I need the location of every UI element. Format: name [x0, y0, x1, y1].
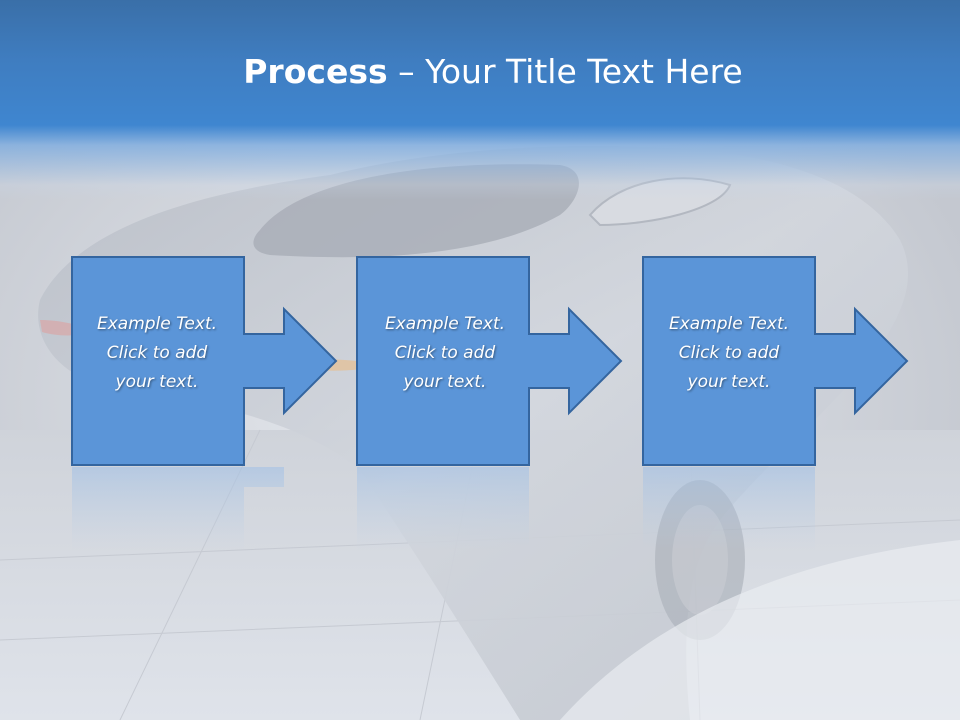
title-bold-text: Process [243, 52, 388, 91]
process-step-1[interactable] [71, 256, 338, 550]
step-text-line: Click to add [678, 343, 780, 363]
step-text-line: Example Text. [668, 314, 790, 334]
process-step-3-text[interactable]: Example Text. Click to add your text. [644, 310, 814, 397]
process-step-1-reflection [72, 467, 284, 550]
step-text-line: Click to add [394, 343, 496, 363]
step-text-line: your text. [115, 372, 199, 392]
step-text-line: Example Text. [96, 314, 218, 334]
process-step-2-shape[interactable] [356, 256, 623, 466]
process-step-2[interactable] [356, 256, 623, 550]
process-step-1-shape[interactable] [71, 256, 338, 466]
process-step-2-text[interactable]: Example Text. Click to add your text. [360, 310, 530, 397]
step-text-line: Example Text. [384, 314, 506, 334]
process-step-3-reflection [643, 467, 815, 550]
step-text-line: Click to add [106, 343, 208, 363]
process-step-3[interactable] [642, 256, 909, 550]
header-band [0, 0, 960, 200]
step-text-line: your text. [687, 372, 771, 392]
process-step-3-shape[interactable] [642, 256, 909, 466]
process-step-2-reflection [357, 467, 529, 550]
process-step-1-text[interactable]: Example Text. Click to add your text. [72, 310, 242, 397]
step-text-line: your text. [403, 372, 487, 392]
slide-title[interactable]: Process – Your Title Text Here [0, 52, 960, 91]
title-rest-text: – Your Title Text Here [387, 52, 743, 91]
